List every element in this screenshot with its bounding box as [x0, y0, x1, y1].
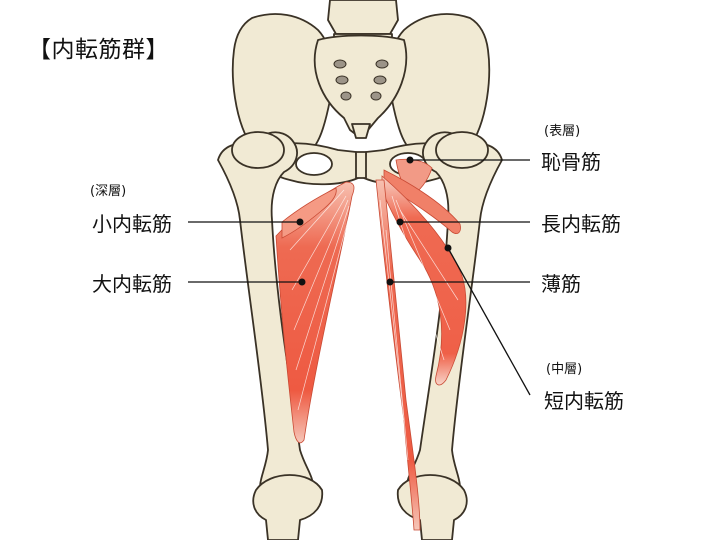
- label-gracilis: 薄筋: [541, 272, 581, 296]
- left-knee: [252, 474, 324, 540]
- label-adductor-longus: 長内転筋: [541, 212, 621, 236]
- coccyx: [351, 123, 371, 139]
- leader-lines: [188, 159, 531, 396]
- pubic-symphysis: [355, 151, 367, 179]
- label-adductor-magnus: 大内転筋: [92, 272, 172, 296]
- adductor-longus-right: [383, 169, 461, 234]
- label-deep-layer: (深層): [90, 184, 127, 199]
- right-knee: [396, 474, 468, 540]
- sacral-foramina: [333, 59, 389, 101]
- label-adductor-brevis: 短内転筋: [544, 389, 624, 413]
- label-middle-layer: (中層): [546, 362, 583, 377]
- leader-dots: [296, 156, 452, 286]
- label-superficial-layer: (表層): [544, 124, 581, 139]
- lumbar-spine: [327, 0, 399, 35]
- diagram-title: 【内転筋群】: [28, 37, 169, 63]
- muscle-fibers: [289, 189, 459, 461]
- muscles: [275, 158, 467, 531]
- label-pectineus: 恥骨筋: [541, 150, 601, 174]
- sacrum: [313, 34, 408, 137]
- leader-adductor-brevis: [447, 247, 531, 396]
- left-femur: [217, 131, 314, 504]
- adductor-minimus-left: [281, 187, 337, 239]
- label-adductor-minimus: 小内転筋: [92, 212, 172, 236]
